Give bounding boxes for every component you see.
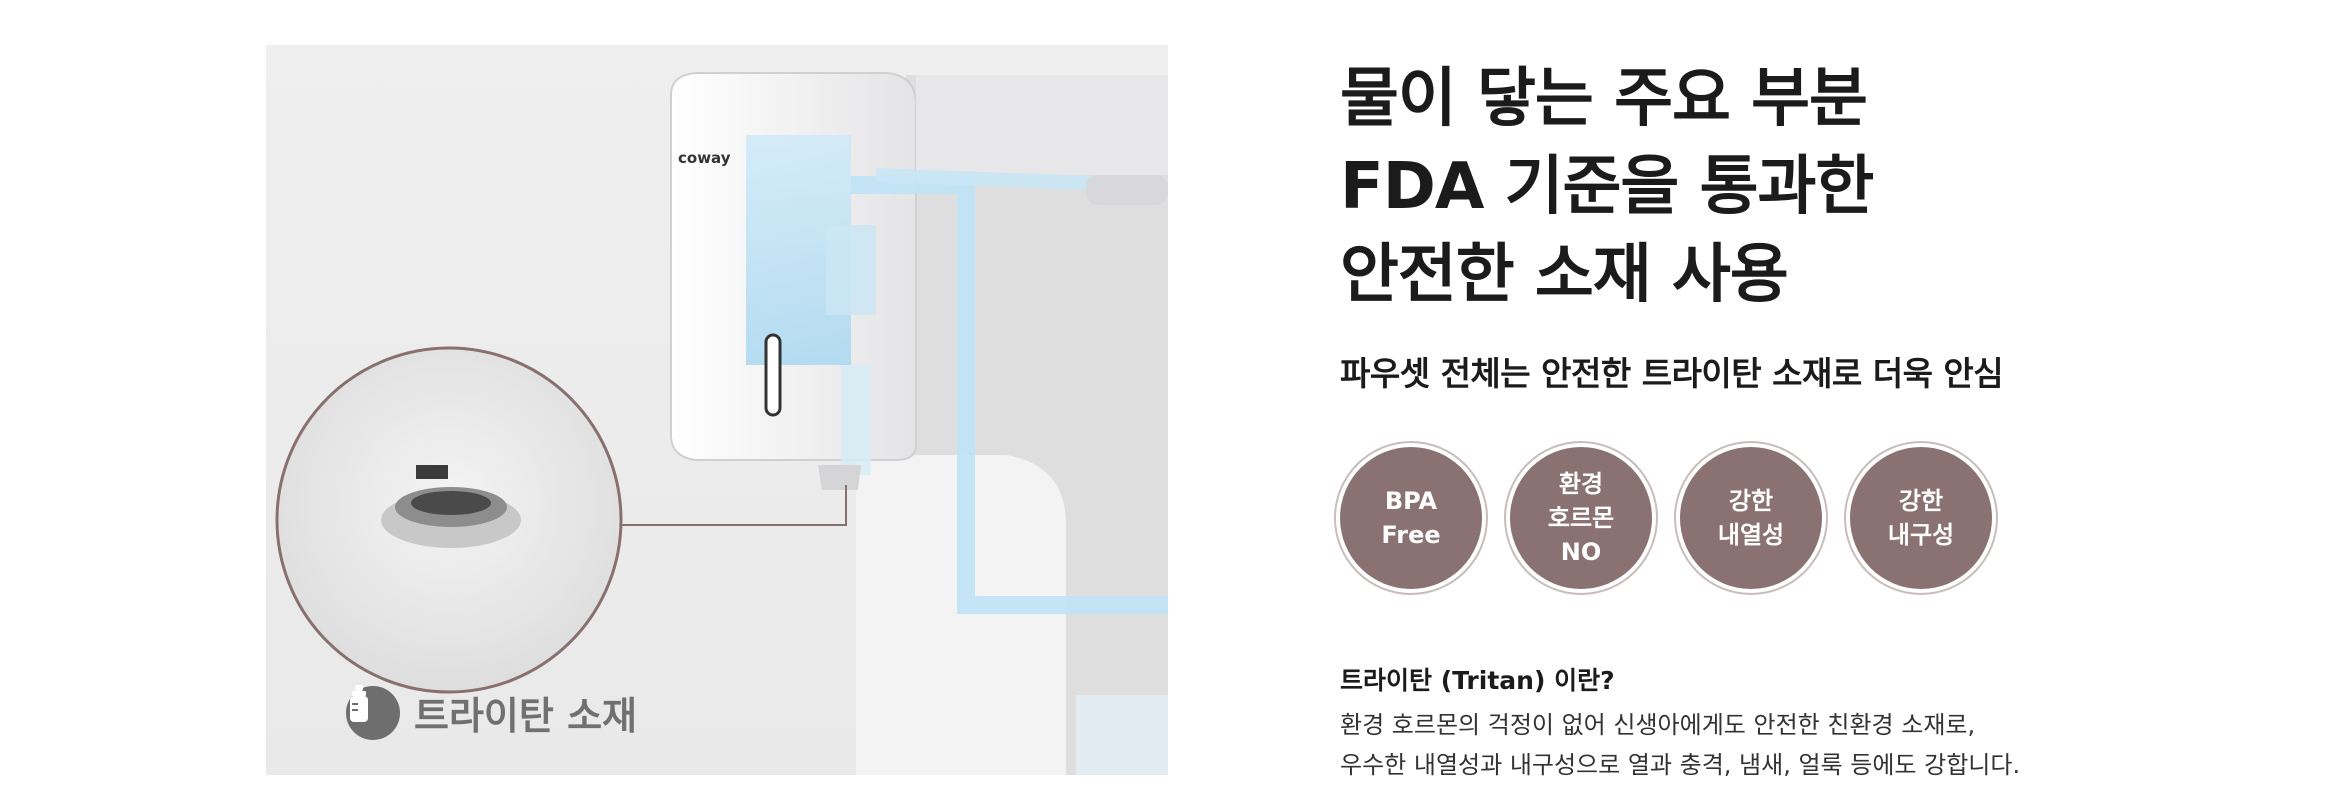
feature-badge-hormone-free: 환경 호르몬 NO <box>1510 447 1652 589</box>
info-body-line-2: 우수한 내열성과 내구성으로 열과 충격, 냄새, 얼룩 등에도 강합니다. <box>1340 751 2021 779</box>
content-panel: 물이 닿는 주요 부분 FDA 기준을 통과한 안전한 소재 사용 파우셋 전체… <box>1340 55 2300 785</box>
material-text: 트라이탄 소재 <box>414 694 637 738</box>
feature-badge-label: BPA Free <box>1381 487 1441 549</box>
headline-line-1: 물이 닿는 주요 부분 <box>1340 62 1868 136</box>
subheadline: 파우셋 전체는 안전한 트라이탄 소재로 더욱 안심 <box>1340 354 2004 393</box>
headline-line-2: FDA 기준을 통과한 <box>1340 150 1874 224</box>
feature-badge-label: 강한 내열성 <box>1717 487 1785 549</box>
brand-mark: coway <box>678 149 731 167</box>
material-label: 트라이탄 소재 <box>346 685 637 740</box>
headline: 물이 닿는 주요 부분 FDA 기준을 통과한 안전한 소재 사용 <box>1340 55 2300 319</box>
headline-line-3: 안전한 소재 사용 <box>1340 238 1789 312</box>
product-illustration: coway 트라이탄 <box>266 45 1168 775</box>
baby-bottle-icon <box>346 685 400 740</box>
feature-badge-label: 환경 호르몬 NO <box>1547 470 1615 566</box>
feature-badge-label: 강한 내구성 <box>1887 487 1955 549</box>
info-body-line-1: 환경 호르몬의 걱정이 없어 신생아에게도 안전한 친환경 소재로, <box>1340 711 1976 739</box>
feature-badges: BPA Free 환경 호르몬 NO 강한 내열성 강한 내구성 <box>1340 447 2300 589</box>
purifier-drawing: coway <box>275 72 1168 775</box>
feature-badge-bpa-free: BPA Free <box>1340 447 1482 589</box>
info-title: 트라이탄 (Tritan) 이란? <box>1340 666 1615 695</box>
feature-badge-heat-resistance: 강한 내열성 <box>1680 447 1822 589</box>
info-body: 환경 호르몬의 걱정이 없어 신생아에게도 안전한 친환경 소재로, 우수한 내… <box>1340 705 2300 785</box>
feature-badge-durability: 강한 내구성 <box>1850 447 1992 589</box>
